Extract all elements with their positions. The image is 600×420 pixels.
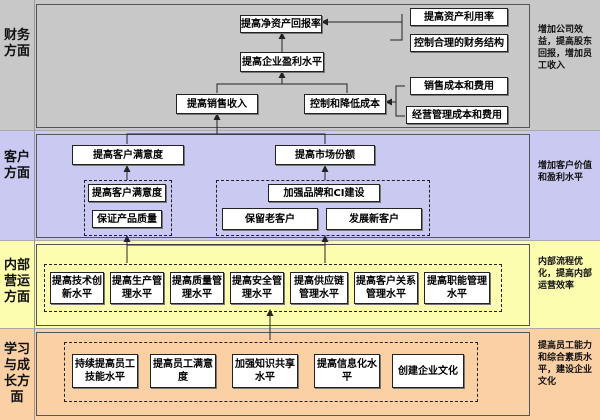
box-market-share: 提高市场份额 — [275, 145, 375, 165]
divider — [0, 130, 600, 131]
divider — [0, 240, 600, 241]
box-internal-safety: 提高安全管理水平 — [230, 272, 284, 304]
perspective-learning: 学习与成长方面 — [3, 342, 30, 405]
box-internal-function: 提高职能管理水平 — [424, 272, 490, 304]
divider — [0, 328, 600, 329]
box-profit: 提高企业盈利水平 — [240, 52, 324, 72]
finance-frame — [36, 4, 530, 128]
box-internal-production: 提高生产管理水平 — [110, 272, 164, 304]
customer-right-group — [216, 180, 430, 236]
perspective-finance: 财务方面 — [3, 28, 30, 59]
box-internal-supply: 提高供应链管理水平 — [290, 272, 348, 304]
box-asset-util: 提高资产利用率 — [410, 8, 508, 26]
box-internal-tech: 提高技术创新水平 — [50, 272, 104, 304]
goal-finance: 增加公司效益，提高股东回报，增加员工收入 — [538, 25, 593, 71]
box-retain: 保留老客户 — [222, 208, 318, 230]
box-op-cost: 经营管理成本和费用 — [406, 106, 508, 124]
perspective-customer: 客户方面 — [3, 150, 30, 181]
learning-group — [64, 342, 478, 402]
internal-group — [44, 264, 502, 312]
box-internal-quality: 提高质量管理水平 — [170, 272, 224, 304]
box-fin-structure: 控制合理的财务结构 — [410, 34, 508, 52]
perspective-internal: 内部营运方面 — [3, 258, 30, 305]
customer-left-group — [84, 180, 172, 236]
box-learn-satisfaction: 提高员工满意度 — [150, 354, 216, 388]
goal-internal: 内部流程优化，提高内部运营效率 — [538, 257, 593, 291]
learning-frame — [36, 332, 530, 416]
box-sales-rev: 提高销售收入 — [176, 94, 258, 114]
box-develop: 发展新客户 — [326, 208, 422, 230]
box-sales-cost: 销售成本和费用 — [410, 77, 508, 95]
box-learn-skill: 持续提高员工技能水平 — [72, 354, 138, 388]
box-roe: 提高净资产回报率 — [240, 15, 322, 33]
box-learn-culture: 创建企业文化 — [392, 354, 464, 388]
divider — [34, 0, 35, 420]
box-internal-crm: 提高客户关系管理水平 — [354, 272, 418, 304]
goal-customer: 增加客户价值和盈利水平 — [538, 161, 593, 183]
box-learn-knowledge: 加强知识共享水平 — [232, 354, 298, 388]
box-cost-ctrl: 控制和降低成本 — [304, 94, 386, 114]
box-sat-sub: 提高客户满意度 — [88, 184, 166, 202]
box-quality: 保证产品质量 — [92, 210, 162, 228]
goal-learning: 提高员工能力和综合素质水平，建设企业文化 — [538, 341, 593, 387]
box-cust-satisfaction: 提高客户满意度 — [72, 145, 184, 165]
box-brand: 加强品牌和CI建设 — [268, 184, 380, 202]
box-learn-it: 提高信息化水平 — [314, 354, 380, 388]
